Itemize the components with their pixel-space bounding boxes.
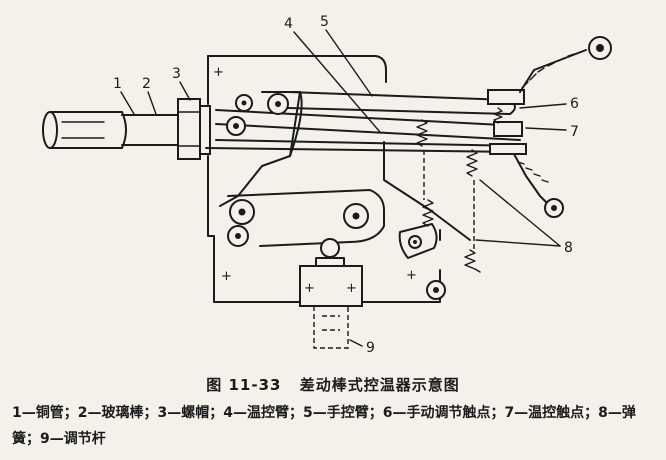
callout-8: 8	[564, 240, 573, 256]
plus-mark: +	[406, 268, 417, 283]
callout-6: 6	[570, 96, 579, 112]
callout-2: 2	[142, 76, 151, 92]
copper-tube	[42, 111, 127, 149]
plus-mark: +	[221, 269, 232, 284]
contacts	[487, 89, 527, 155]
callout-7: 7	[570, 124, 579, 140]
callout-9: 9	[366, 340, 375, 356]
figure-title: 差动棒式控温器示意图	[299, 376, 460, 394]
plus-mark: +	[346, 281, 357, 296]
thermostat-diagram: + + +	[42, 14, 612, 356]
temperature-control-arm	[205, 94, 521, 241]
hinge-bracket	[398, 223, 438, 259]
adjustment-base: + +	[299, 238, 446, 307]
callout-4: 4	[284, 16, 293, 32]
figure-caption: 图 11-33 差动棒式控温器示意图	[0, 374, 666, 395]
figure-number: 图 11-33	[206, 376, 282, 394]
callout-3: 3	[172, 66, 181, 82]
adjusting-rod	[313, 306, 349, 349]
plus-mark: +	[213, 65, 224, 80]
springs	[416, 119, 481, 273]
callout-1: 1	[113, 76, 122, 92]
pivot-link-plate	[219, 91, 385, 247]
callout-labels: 1 2 3 4 5 6 7 8 9	[113, 14, 579, 356]
figure-legend: 1—铜管；2—玻璃棒；3—螺帽；4—温控臂；5—手控臂；6—手动调节触点；7—温…	[12, 405, 636, 447]
nut	[177, 98, 211, 160]
housing-frame: + + +	[207, 55, 441, 303]
glass-rod	[121, 114, 179, 146]
plus-mark: +	[304, 281, 315, 296]
callout-5: 5	[320, 14, 329, 30]
terminal-wires	[513, 36, 612, 218]
leader-lines	[120, 29, 567, 347]
hand-control-arm	[287, 91, 516, 115]
